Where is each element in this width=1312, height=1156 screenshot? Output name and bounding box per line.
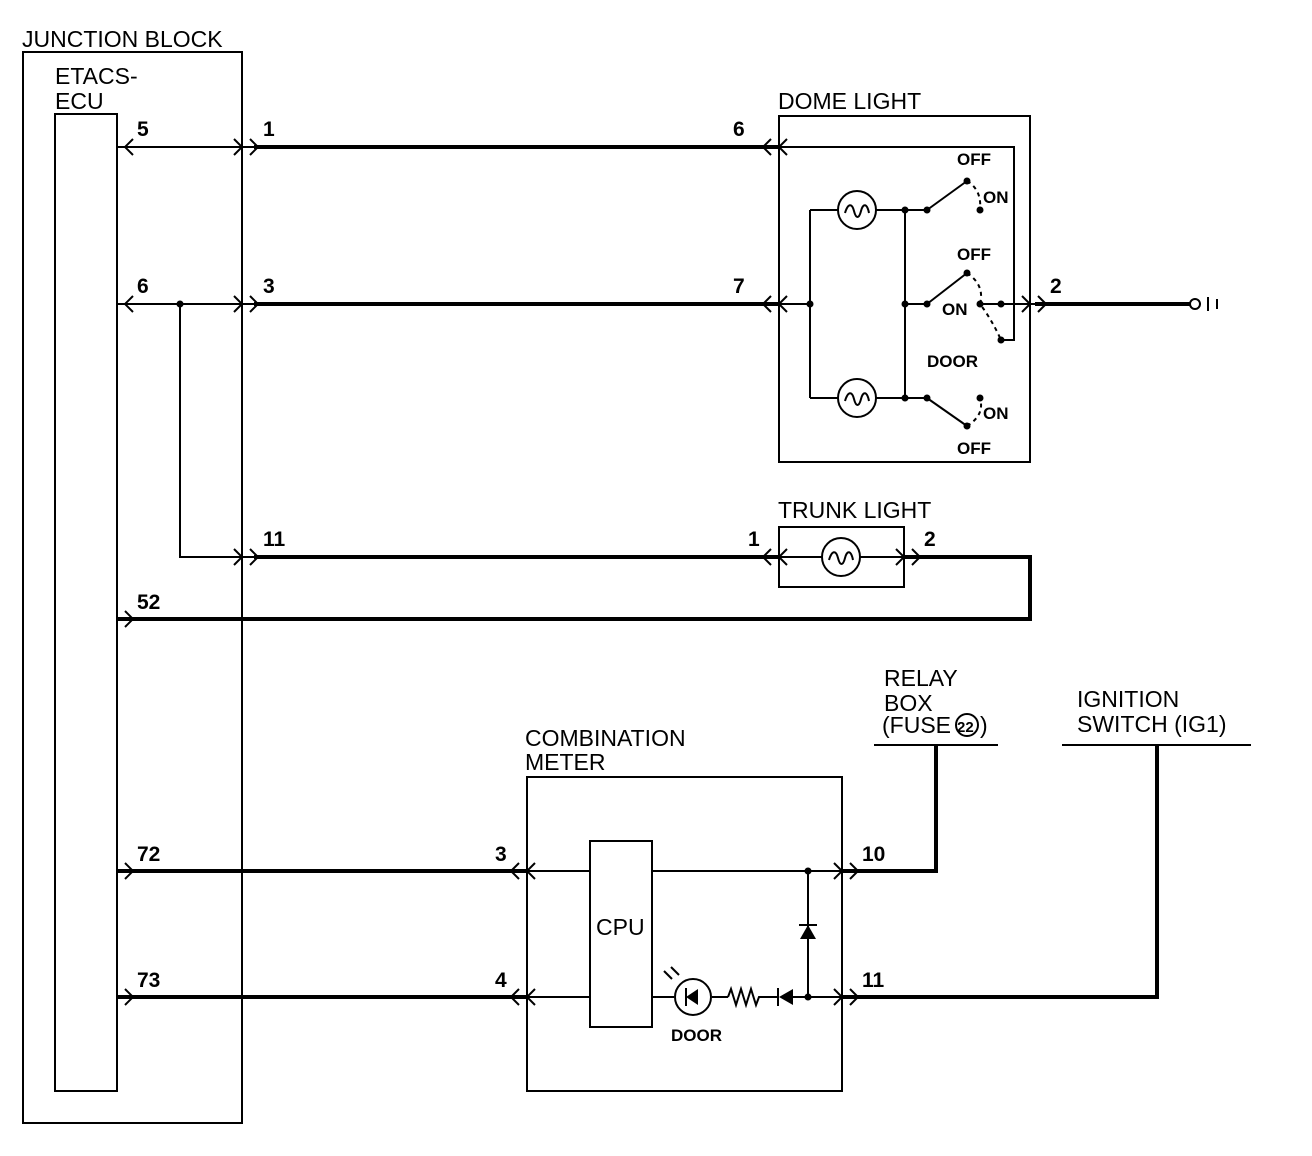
dome-switch-icon: [923, 269, 1005, 344]
pin-number: 6: [137, 275, 149, 298]
dome-light: DOME LIGHT: [778, 88, 1035, 463]
pin-number: 10: [862, 843, 885, 866]
pin-number: 4: [495, 969, 507, 992]
ignition-switch: IGNITION SWITCH (IG1): [1062, 686, 1251, 746]
pin-number: 2: [924, 528, 936, 551]
trunk-bulb-icon: [821, 537, 861, 577]
pin-number: 6: [733, 118, 745, 141]
pin-number: 3: [495, 843, 507, 866]
dome-switch-icon: [923, 177, 984, 214]
pin-number: 72: [137, 843, 160, 866]
resistor-icon: [727, 985, 762, 1009]
pin-number: 1: [263, 118, 275, 141]
etacs-ecu: ETACS- ECU: [54, 63, 138, 1092]
wires: [117, 145, 1218, 999]
connector-marks: [123, 138, 1048, 1006]
relay-box: RELAY BOX (FUSE 22 ): [874, 665, 998, 746]
diode-icon: [799, 924, 817, 939]
etacs-ecu-label-line2: ECU: [55, 88, 104, 114]
switch-label-door: DOOR: [927, 352, 978, 371]
combination-meter-label-line2: METER: [525, 749, 606, 775]
relay-box-label-line1: RELAY: [884, 665, 958, 691]
switch-label-on: ON: [942, 300, 968, 319]
pin-number: 7: [733, 275, 745, 298]
etacs-ecu-label-line1: ETACS-: [55, 63, 138, 89]
trunk-light-label: TRUNK LIGHT: [778, 497, 931, 523]
pin-number: 11: [263, 528, 286, 551]
pin-number: 52: [137, 591, 160, 614]
dome-light-label: DOME LIGHT: [778, 88, 921, 114]
junction-block: JUNCTION BLOCK: [22, 26, 243, 1124]
fuse-number: 22: [957, 719, 974, 736]
switch-label-on: ON: [983, 188, 1009, 207]
pin-labels: 5 6 52 72 73 1 3 11 6 7 2 1 2 3 4 10 11: [137, 118, 1062, 992]
combination-meter-label-line1: COMBINATION: [525, 725, 686, 751]
relay-box-label-line2: BOX: [884, 690, 933, 716]
ground-icon: [1189, 297, 1218, 311]
pin-number: 2: [1050, 275, 1062, 298]
combination-meter: COMBINATION METER CPU DOOR: [525, 725, 843, 1092]
switch-label-off: OFF: [957, 150, 991, 169]
cpu-box: [589, 840, 653, 1028]
ignition-label-line2: SWITCH (IG1): [1077, 711, 1227, 737]
relay-box-label-line3: (FUSE: [882, 712, 951, 738]
pin-number: 73: [137, 969, 160, 992]
diode-icon: [777, 988, 793, 1006]
dome-bulb-icon: [837, 378, 877, 418]
relay-box-label-line4: ): [980, 712, 988, 738]
cpu-label: CPU: [596, 914, 645, 940]
switch-label-on: ON: [983, 404, 1009, 423]
door-indicator-led-icon: [663, 966, 712, 1016]
ignition-label-line1: IGNITION: [1077, 686, 1179, 712]
door-indicator-label: DOOR: [671, 1026, 722, 1045]
dome-bulb-icon: [837, 190, 877, 230]
switch-label-off: OFF: [957, 245, 991, 264]
pin-number: 3: [263, 275, 275, 298]
trunk-light: TRUNK LIGHT: [778, 497, 931, 588]
dome-switch-icon: [923, 394, 984, 430]
pin-number: 1: [748, 528, 760, 551]
junction-block-label: JUNCTION BLOCK: [22, 26, 223, 52]
pin-number: 5: [137, 118, 149, 141]
switch-label-off: OFF: [957, 439, 991, 458]
pin-number: 11: [862, 969, 885, 992]
